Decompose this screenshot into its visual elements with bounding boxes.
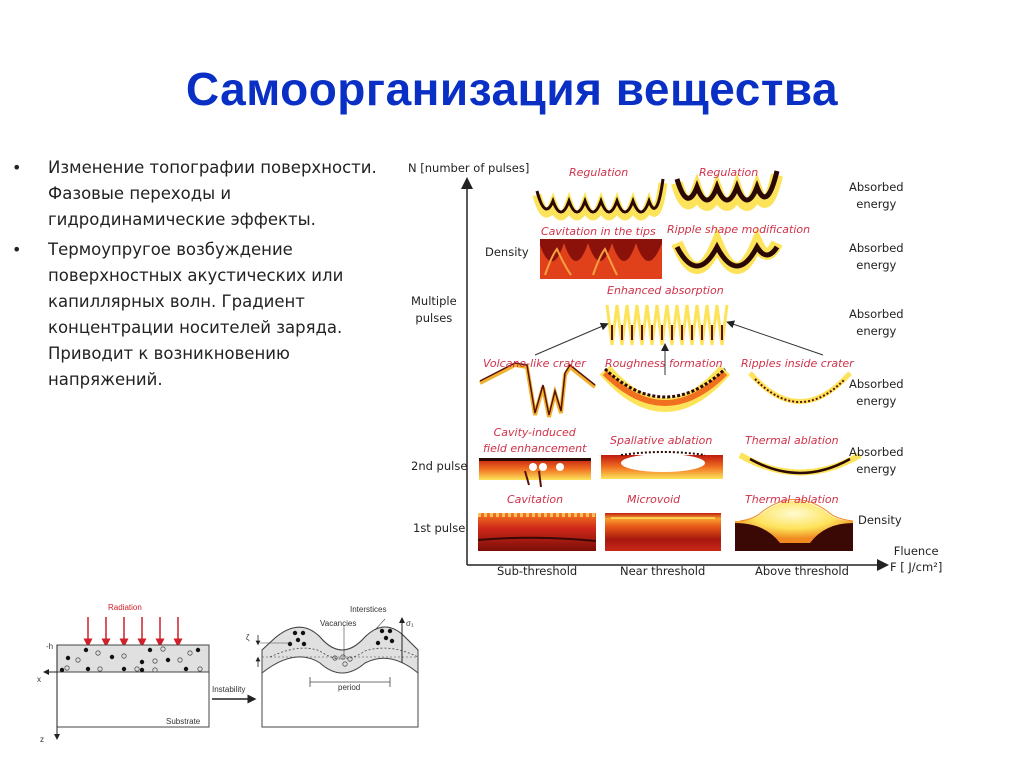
caption-thermal-ablation: Thermal ablation bbox=[745, 434, 839, 447]
caption-thermal-ablation: Thermal ablation bbox=[745, 493, 839, 506]
x-axis-label: Fluence F [ J/cm²] bbox=[890, 543, 942, 575]
x-category-near-threshold: Near threshold bbox=[620, 564, 706, 578]
caption-cavitation: Cavitation bbox=[507, 493, 564, 506]
substrate-label: Substrate bbox=[166, 717, 201, 726]
row-label-line: Multiple bbox=[411, 294, 457, 308]
bullet-text: Изменение топографии поверхности. Фазовы… bbox=[48, 158, 377, 229]
vacancies-label: Vacancies bbox=[320, 619, 357, 628]
y-axis-label: N [number of pulses] bbox=[408, 161, 530, 175]
bullet-marker: • bbox=[12, 158, 22, 177]
x-axis-label-line: Fluence bbox=[893, 544, 939, 558]
right-label-density: Density bbox=[858, 513, 902, 527]
x-axis-label-line: F [ J/cm²] bbox=[890, 560, 943, 574]
right-label-line: Absorbed bbox=[849, 241, 904, 255]
right-label-line: energy bbox=[856, 462, 897, 476]
caption-regulation: Regulation bbox=[699, 166, 759, 179]
x-category-above-threshold: Above threshold bbox=[755, 564, 849, 578]
caption-microvoid: Microvoid bbox=[627, 493, 681, 506]
period-label: period bbox=[338, 683, 361, 692]
right-label-line: Absorbed bbox=[849, 445, 904, 459]
right-label-line: energy bbox=[856, 324, 897, 338]
right-label-line: Absorbed bbox=[849, 180, 904, 194]
caption-line: field enhancement bbox=[483, 442, 587, 455]
row-label-multiple-pulses: Multiple pulses bbox=[411, 293, 457, 327]
bullet-item: • Изменение топографии поверхности. Фазо… bbox=[10, 155, 400, 233]
caption-cavity-induced: Cavity-induced field enhancement bbox=[483, 425, 586, 457]
bullet-list: • Изменение топографии поверхности. Фазо… bbox=[10, 155, 400, 397]
row-label-2nd-pulse: 2nd pulse bbox=[411, 459, 468, 473]
slide-title: Самоорганизация вещества bbox=[185, 63, 839, 115]
right-label: Absorbed energy bbox=[849, 376, 904, 410]
x-category-sub-threshold: Sub-threshold bbox=[497, 564, 578, 578]
row-label-density: Density bbox=[485, 245, 529, 259]
sigma-label: σ₁ bbox=[406, 619, 414, 628]
row-label-1st-pulse: 1st pulse bbox=[413, 521, 466, 535]
bullet-marker: • bbox=[12, 240, 22, 259]
instability-diagram: Radiation -h x z Substrate Instability V… bbox=[30, 595, 430, 760]
caption-ripple-shape: Ripple shape modification bbox=[667, 223, 811, 236]
regime-figure: N [number of pulses] Density Multiple pu… bbox=[405, 155, 965, 585]
interstices-label: Interstices bbox=[350, 605, 387, 614]
right-label-line: Absorbed bbox=[849, 307, 904, 321]
right-label: Absorbed energy bbox=[849, 179, 904, 213]
figure-axes bbox=[461, 170, 889, 571]
caption-volcano: Volcano-like crater bbox=[483, 357, 586, 370]
caption-ripples-crater: Ripples inside crater bbox=[741, 357, 854, 370]
radiation-label: Radiation bbox=[108, 603, 142, 612]
instability-label: Instability bbox=[212, 685, 246, 694]
right-label: Absorbed energy bbox=[849, 240, 904, 274]
caption-enhanced-absorption: Enhanced absorption bbox=[607, 284, 724, 297]
caption-regulation: Regulation bbox=[569, 166, 629, 179]
z-label: z bbox=[40, 735, 44, 744]
caption-cavitation-tips: Cavitation in the tips bbox=[541, 225, 656, 238]
bullet-item: • Термоупругое возбуждение поверхностных… bbox=[10, 237, 400, 393]
caption-roughness: Roughness formation bbox=[605, 357, 723, 370]
right-label-line: energy bbox=[856, 258, 897, 272]
row-label-line: pulses bbox=[415, 311, 453, 325]
right-label: Absorbed energy bbox=[849, 444, 904, 478]
right-label-line: energy bbox=[856, 394, 897, 408]
instability-diagram-graphic bbox=[43, 617, 419, 740]
right-label: Absorbed energy bbox=[849, 306, 904, 340]
right-label-line: Absorbed bbox=[849, 377, 904, 391]
caption-spallative: Spallative ablation bbox=[610, 434, 713, 447]
caption-line: Cavity-induced bbox=[493, 426, 576, 439]
zeta-label: ζ bbox=[246, 633, 250, 642]
right-label-line: energy bbox=[856, 197, 897, 211]
x-label: x bbox=[37, 675, 41, 684]
h-label: -h bbox=[46, 642, 54, 651]
bullet-text: Термоупругое возбуждение поверхностных а… bbox=[48, 240, 344, 389]
